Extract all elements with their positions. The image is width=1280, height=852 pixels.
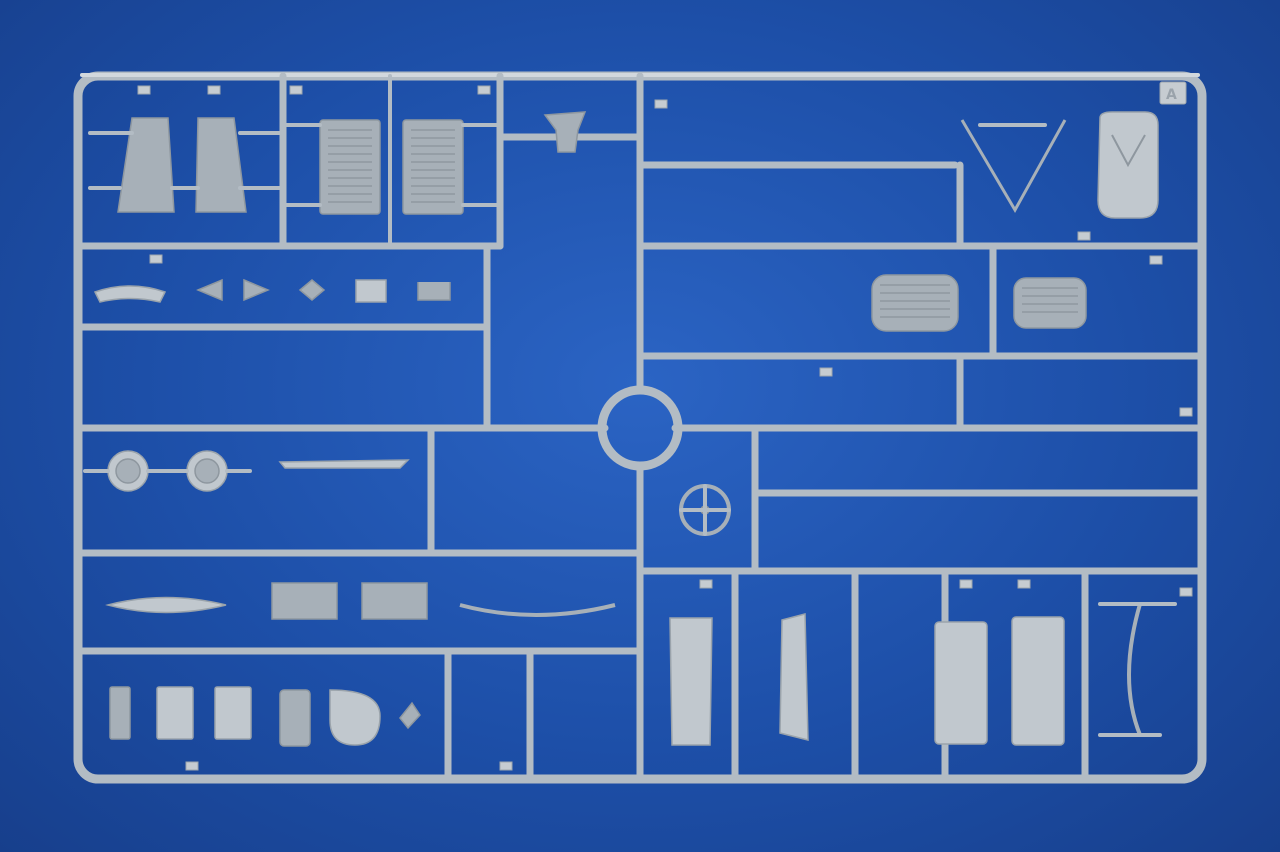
small-parts-row	[93, 278, 451, 303]
seat-back	[1097, 111, 1159, 219]
louvered-panels	[281, 74, 502, 248]
large-panels	[669, 602, 1177, 746]
engine-blocks	[109, 686, 421, 747]
vertical-runners	[279, 72, 1089, 783]
steering-wheel	[679, 484, 731, 536]
center-ring	[597, 385, 683, 471]
radiator-grilles	[871, 274, 1087, 332]
wheels	[83, 450, 410, 492]
tapered-plates	[88, 117, 285, 213]
sprue-letter: A	[1166, 87, 1177, 103]
hull-part	[105, 582, 616, 620]
part-number-tabs	[137, 85, 1193, 771]
sprue-letter-tab: A	[1159, 81, 1187, 105]
bracket-part	[543, 111, 587, 153]
v-frame	[960, 119, 1067, 214]
